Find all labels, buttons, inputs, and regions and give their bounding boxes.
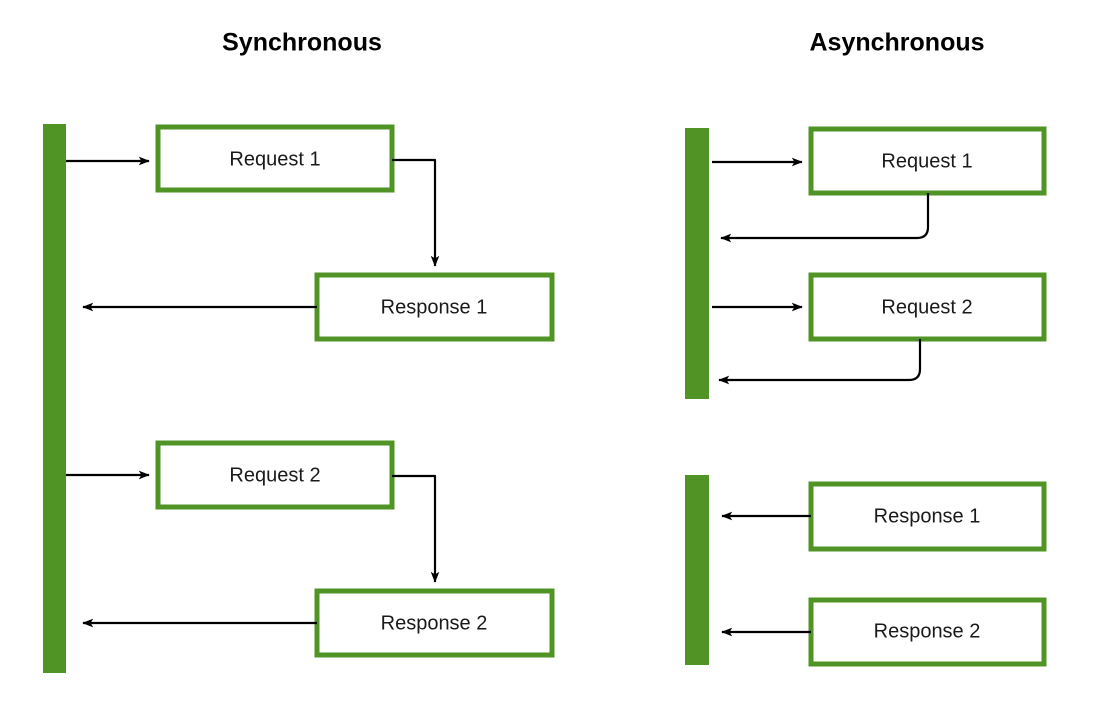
- sync-request-2-box[interactable]: [155, 440, 395, 510]
- sync-response-1-node[interactable]: Response 1: [314, 272, 555, 342]
- sync-response-1-label: Response 1: [381, 296, 488, 318]
- async-request-2-box[interactable]: [808, 272, 1047, 342]
- panel-asynchronous: Asynchronous Request 1 Request 2: [685, 29, 1047, 667]
- panel-title-asynchronous: Asynchronous: [809, 29, 984, 57]
- async-request-2-label: Request 2: [881, 296, 972, 318]
- panel-title-synchronous: Synchronous: [222, 29, 382, 57]
- sync-edge-handoff-2: [392, 474, 440, 583]
- async-response-1-node[interactable]: Response 1: [808, 481, 1047, 552]
- sync-response-2-box[interactable]: [314, 588, 555, 658]
- async-request-1-box[interactable]: [808, 126, 1047, 196]
- server-lifeline-bottom: [685, 475, 709, 665]
- async-request-2-node[interactable]: Request 2: [808, 272, 1047, 342]
- panel-synchronous: Synchronous Request 1 Response 1: [43, 29, 555, 673]
- async-request-1-node[interactable]: Request 1: [808, 126, 1047, 196]
- async-response-1-box[interactable]: [808, 481, 1047, 552]
- sync-response-2-node[interactable]: Response 2: [314, 588, 555, 658]
- async-request-1-label: Request 1: [881, 150, 972, 172]
- sync-edge-handoff-1: [392, 158, 440, 267]
- client-lifeline: [43, 124, 66, 673]
- async-edge-ack-1: [720, 193, 930, 243]
- async-edge-ack-2: [718, 339, 922, 385]
- sync-request-2-label: Request 2: [229, 464, 320, 486]
- sync-request-1-label: Request 1: [229, 148, 320, 170]
- async-response-2-box[interactable]: [808, 597, 1047, 667]
- sync-request-2-node[interactable]: Request 2: [155, 440, 395, 510]
- sync-request-1-node[interactable]: Request 1: [155, 124, 395, 193]
- sync-response-2-label: Response 2: [381, 612, 488, 634]
- async-response-2-label: Response 2: [874, 620, 981, 642]
- async-response-1-label: Response 1: [874, 505, 981, 527]
- async-response-2-node[interactable]: Response 2: [808, 597, 1047, 667]
- sync-request-1-box[interactable]: [155, 124, 395, 193]
- server-lifeline-top: [685, 128, 709, 399]
